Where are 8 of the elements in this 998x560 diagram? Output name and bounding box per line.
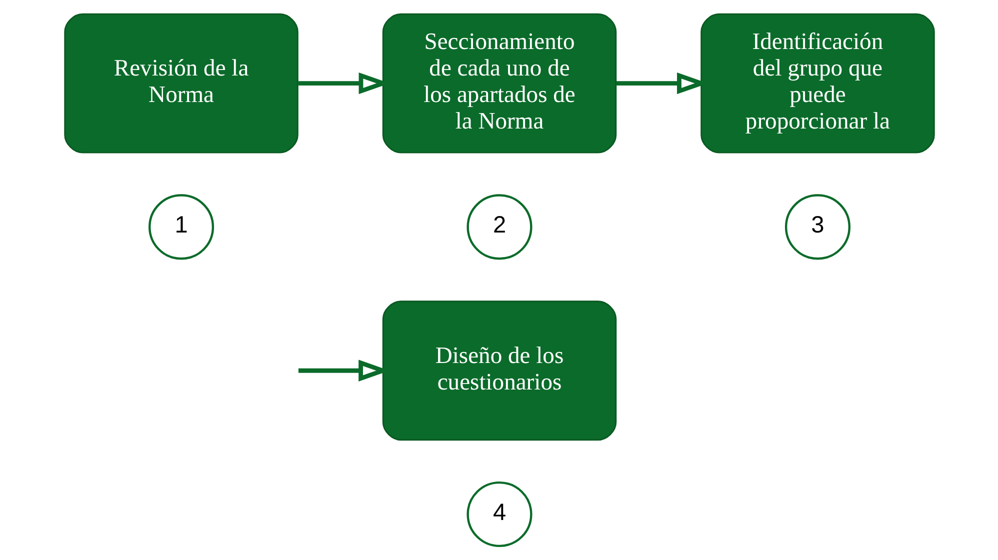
node-box: Revisión de la Norma	[64, 13, 298, 154]
node-circle: 4	[466, 481, 532, 548]
node-box: Identificación del grupo que puede proporcionar la	[700, 13, 934, 154]
node-box: Seccionamiento de cada uno de los apartados de la Norma	[382, 13, 616, 154]
node-circle: 2	[466, 194, 532, 260]
node-circle: 1	[148, 194, 214, 260]
node-box: Diseño de los cuestionarios	[382, 300, 616, 441]
node-circle: 3	[784, 194, 850, 260]
